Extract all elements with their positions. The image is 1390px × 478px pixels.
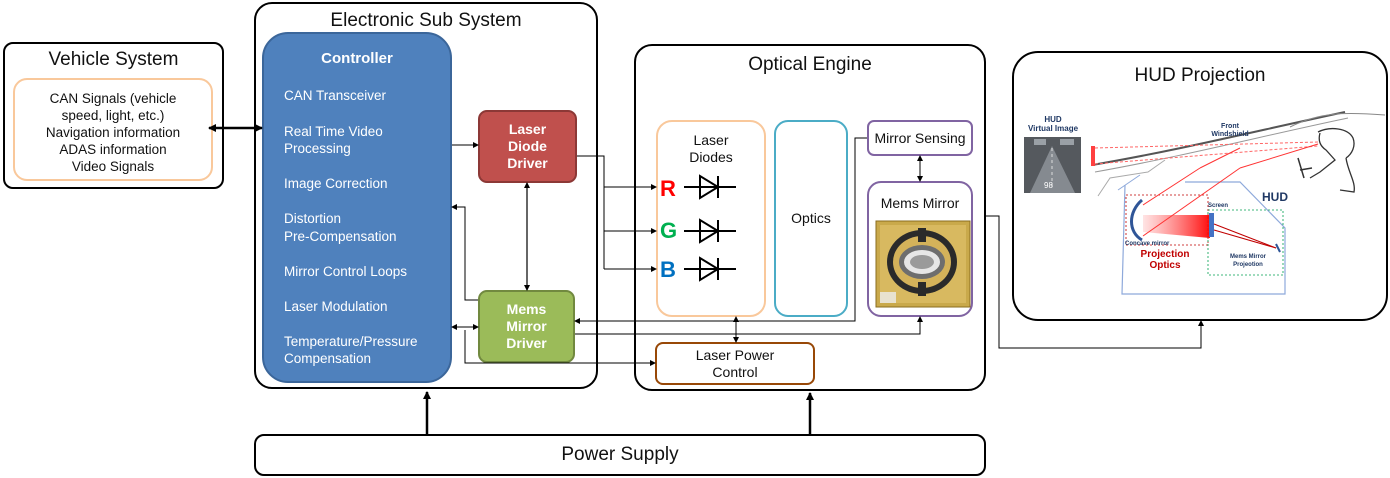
controller-item: CAN Transceiver (284, 88, 387, 103)
diode-g-letter: G (660, 218, 678, 243)
mirror-sensing-to-mems-driver (574, 137, 867, 324)
electronic-subsystem-title: Electronic Sub System (330, 10, 522, 31)
screen-label: Screen (1208, 203, 1229, 209)
power-supply-panel: Power Supply (254, 434, 986, 476)
diode-b-letter: B (660, 257, 676, 282)
hud-virtual-image-line: HUD (1044, 115, 1062, 124)
optical-to-hud-link (986, 215, 1204, 349)
controller-item: Mirror Control Loops (284, 264, 408, 279)
controller-item: Real Time Video (284, 124, 383, 139)
hud-virtual-image-label: HUD Virtual Image (1018, 115, 1088, 133)
laser-power-control-box: Laser Power Control (655, 342, 815, 385)
mems-driver-to-mems-mirror (575, 316, 923, 335)
mems-mirror-driver-block: Mems Mirror Driver (478, 290, 575, 363)
mems-mirror-photo (875, 220, 971, 308)
mems-projection-line: Mems Mirror (1229, 254, 1266, 260)
controller-block: Controller CAN Transceiver Real Time Vid… (262, 32, 452, 383)
hud-box-label: HUD (1262, 190, 1288, 204)
vehicle-signal-line: CAN Signals (vehicle (49, 91, 177, 106)
hud-speed-label: 98 (1044, 181, 1053, 190)
power-supply-label: Power Supply (561, 444, 679, 465)
mems-driver-line: Driver (506, 335, 547, 351)
laser-diodes-label: Diodes (689, 149, 733, 165)
controller-item: Distortion (284, 211, 342, 226)
diode-r-icon (684, 174, 736, 200)
front-windshield-line: Windshield (1211, 131, 1249, 138)
controller-item: Compensation (284, 351, 372, 366)
concave-mirror-label: Concave mirror (1125, 241, 1170, 247)
controller-item: Temperature/Pressure (284, 334, 418, 349)
controller-item: Laser Modulation (284, 299, 388, 314)
laser-diodes-label: Laser (693, 132, 729, 148)
front-windshield-label: Front Windshield (1205, 123, 1255, 139)
mirror-sensing-label: Mirror Sensing (874, 129, 966, 146)
mems-driver-to-controller (451, 204, 478, 301)
laser-driver-to-diodes (577, 155, 605, 269)
controller-title: Controller (321, 50, 393, 67)
front-windshield-line: Front (1221, 123, 1239, 130)
controller-item: Pre-Compensation (284, 229, 397, 244)
optical-engine-title: Optical Engine (748, 54, 872, 75)
projection-optics-label: Projection Optics (1135, 249, 1195, 271)
hud-illustration (1024, 111, 1386, 295)
controller-item: Image Correction (284, 176, 388, 191)
vehicle-signal-line: Video Signals (71, 159, 155, 174)
laser-driver-line: Laser (508, 121, 547, 137)
optics-label: Optics (791, 210, 831, 226)
laser-driver-line: Diode (508, 138, 547, 154)
vehicle-system-panel: Vehicle System CAN Signals (vehicle spee… (3, 42, 224, 189)
laser-power-label: Laser Power (695, 347, 775, 363)
hud-projection-title: HUD Projection (1134, 65, 1266, 86)
optics-box: Optics (774, 120, 848, 317)
vehicle-signals-box: CAN Signals (vehicle speed, light, etc.)… (13, 78, 213, 181)
controller-item: Processing (284, 141, 351, 156)
mems-driver-line: Mirror (506, 318, 547, 334)
vehicle-signal-line: ADAS information (59, 142, 167, 157)
mems-mirror-label: Mems Mirror (880, 195, 960, 211)
vehicle-signal-line: Navigation information (45, 125, 181, 140)
projection-optics-line: Optics (1149, 260, 1181, 271)
controller-to-laser-power (464, 330, 656, 366)
laser-driver-line: Driver (507, 155, 548, 171)
vehicle-signal-line: speed, light, etc.) (61, 108, 165, 123)
diode-b-icon (684, 256, 736, 282)
laser-diode-driver-block: Laser Diode Driver (478, 110, 577, 183)
projection-optics-line: Projection (1140, 249, 1190, 260)
laser-power-label: Control (712, 364, 758, 380)
mems-projection-label: Mems Mirror Projeotion (1222, 253, 1274, 269)
vehicle-system-title: Vehicle System (48, 49, 179, 70)
laser-diodes-box: Laser Diodes (656, 120, 766, 317)
diode-r-letter: R (660, 176, 676, 201)
hud-virtual-image-line: Virtual Image (1027, 124, 1079, 133)
diode-g-icon (684, 218, 736, 244)
mems-driver-line: Mems (506, 301, 547, 317)
optical-engine-panel: Optical Engine (634, 44, 986, 391)
mems-projection-line: Projeotion (1233, 262, 1263, 268)
